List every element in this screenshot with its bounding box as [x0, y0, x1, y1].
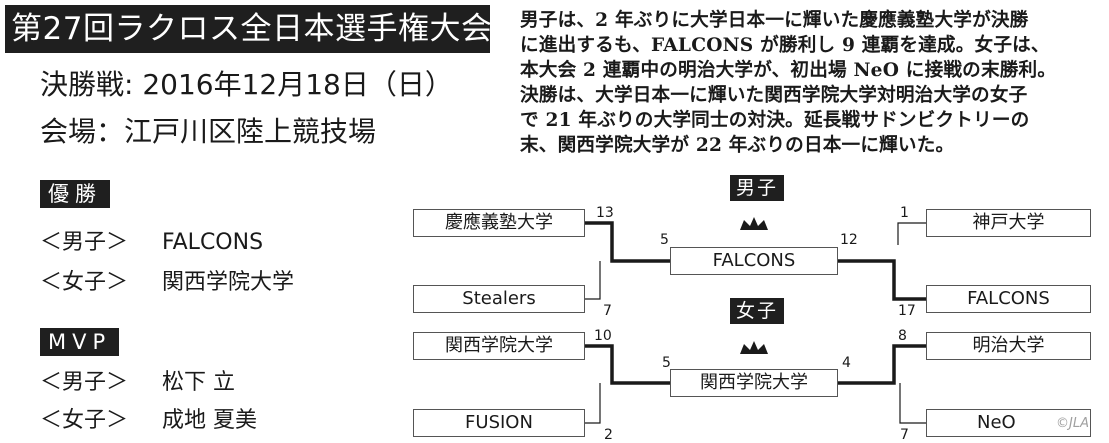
team-box-meiji: 明治大学 [926, 332, 1091, 360]
champion-women: ＜女子＞ 関西学院大学 [40, 264, 294, 296]
bracket-line-winner [585, 221, 670, 263]
description-line: で 21 年ぶりの大学同士の対決。延長戦サドンビクトリーの [520, 110, 1030, 131]
team-box-keio: 慶應義塾大学 [413, 209, 585, 237]
champion-men: ＜男子＞ FALCONS [40, 224, 263, 256]
description-line: 末、関西学院大学が 22 年ぶりの日本一に輝いた。 [520, 135, 955, 156]
score-falcons: 17 [898, 303, 916, 319]
team-box-fusion: FUSION [413, 409, 585, 437]
score-meiji: 8 [898, 328, 907, 344]
bracket-line-winner [838, 259, 926, 301]
score-kobe: 1 [900, 205, 909, 221]
bracket-line [897, 222, 926, 245]
score-stealers: 7 [603, 303, 612, 319]
score-fusion: 2 [604, 427, 613, 443]
score-final-men-left: 5 [660, 232, 669, 248]
champion-women-team: 関西学院大学 [162, 270, 295, 295]
score-final-men-right: 12 [840, 232, 858, 248]
page-title: 第27回ラクロス全日本選手権大会 [5, 5, 492, 53]
crown-icon [740, 217, 768, 230]
copyright-credit: ©JLA [1056, 416, 1089, 431]
final-box-women: 関西学院大学 [670, 369, 838, 397]
bracket-line [899, 383, 926, 424]
bracket-line [585, 261, 601, 300]
team-box-neo: NeO [926, 409, 1091, 437]
men-label: 男子 [730, 175, 785, 201]
team-box-kobe: 神戸大学 [926, 209, 1091, 237]
final-box-men: FALCONS [670, 247, 838, 275]
score-kwansei: 10 [594, 328, 612, 344]
women-label: 女子 [730, 298, 785, 324]
final-date: 決勝戦: 2016年12月18日（日） [40, 68, 453, 101]
mvp-label: MVP [40, 328, 120, 356]
category-men: ＜男子＞ [40, 370, 129, 395]
mvp-women: ＜女子＞ 成地 夏美 [40, 402, 257, 434]
team-box-kwansei: 関西学院大学 [413, 332, 585, 360]
team-box-falcons: FALCONS [926, 285, 1091, 313]
score-final-women-left: 5 [662, 355, 671, 371]
mvp-women-player: 成地 夏美 [162, 408, 257, 433]
description-line: に進出するも、FALCONS が勝利し 9 連覇を達成。女子は、 [520, 35, 1050, 56]
score-keio: 13 [596, 205, 614, 221]
category-men: ＜男子＞ [40, 230, 129, 255]
description-line: 男子は、2 年ぶりに大学日本一に輝いた慶應義塾大学が決勝 [520, 10, 1029, 31]
champion-men-team: FALCONS [162, 230, 264, 255]
score-neo: 7 [900, 427, 909, 443]
bracket-line [585, 383, 601, 424]
description: 男子は、2 年ぶりに大学日本一に輝いた慶應義塾大学が決勝 に進出するも、FALC… [520, 8, 1104, 158]
venue: 会場：江戸川区陸上競技場 [40, 115, 377, 148]
score-final-women-right: 4 [842, 355, 851, 371]
description-line: 本大会 2 連覇中の明治大学が、初出場 NeO に接戦の末勝利。 [520, 60, 1057, 81]
team-box-stealers: Stealers [413, 285, 585, 313]
category-women: ＜女子＞ [40, 408, 129, 433]
category-women: ＜女子＞ [40, 270, 129, 295]
bracket-line-winner [838, 344, 926, 385]
bracket-line-winner [585, 344, 670, 385]
champions-label: 優勝 [40, 180, 110, 208]
description-line: 決勝は、大学日本一に輝いた関西学院大学対明治大学の女子 [520, 85, 1028, 106]
mvp-men-player: 松下 立 [162, 370, 235, 395]
mvp-men: ＜男子＞ 松下 立 [40, 364, 235, 396]
crown-icon [740, 341, 768, 354]
